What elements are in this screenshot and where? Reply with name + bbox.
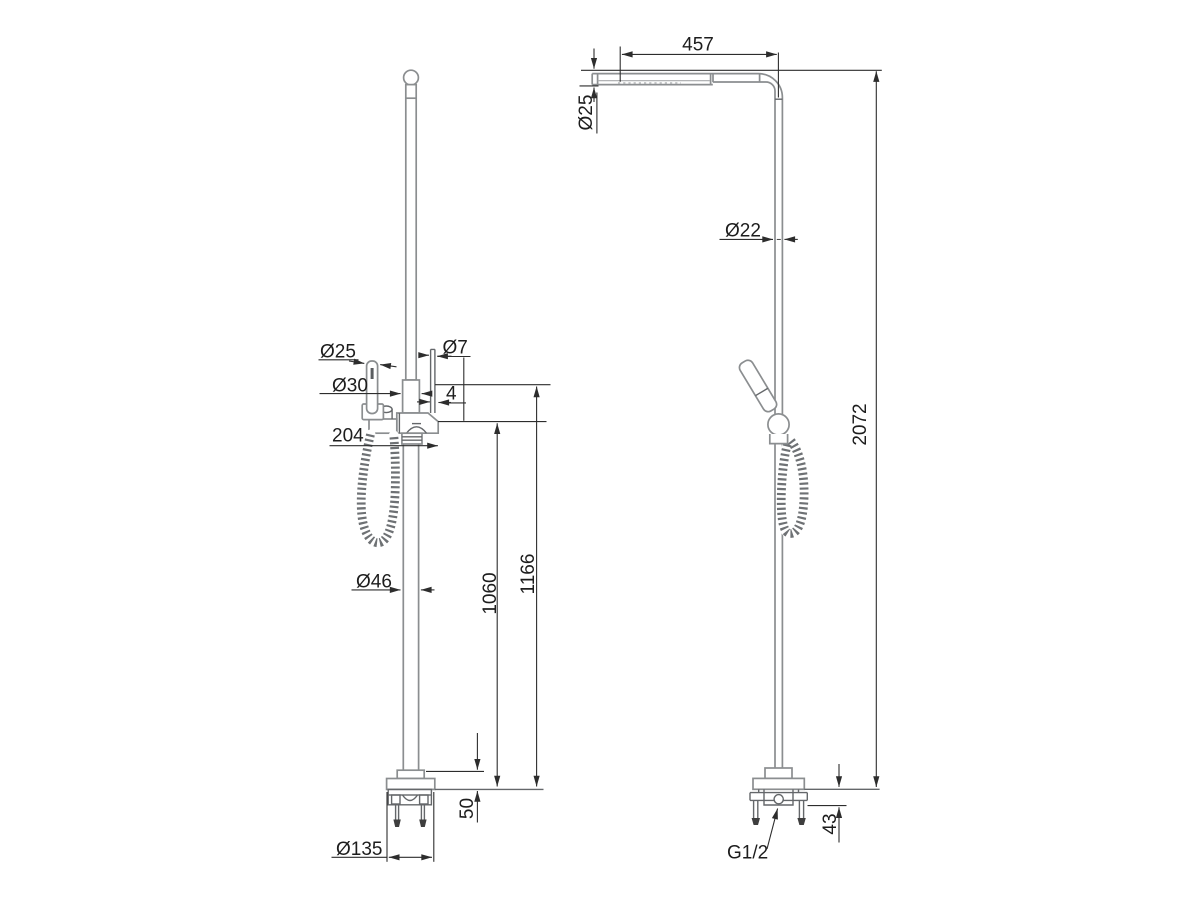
front-dimensions: 457 Ø25 Ø22 2072 [576,35,882,864]
dim-label: 2072 [850,403,871,445]
dim-label: Ø46 [356,572,392,593]
arm-and-riser-inner [592,81,776,770]
dim-label: G1/2 [727,843,768,864]
dim-label: 43 [820,813,841,834]
base-plate [752,777,806,791]
fixing-nut [797,818,806,825]
dim-offset: 4 [417,384,466,406]
side-view: Ø25 Ø7 Ø30 4 [318,69,551,862]
dim-label: 204 [332,426,364,447]
diverter-rod [429,348,436,413]
dim-arm-reach: 457 [619,35,779,98]
column [402,444,420,771]
dim-base-height: 50 [426,733,484,823]
dim-label: 50 [457,798,478,819]
dim-label: Ø25 [320,342,356,363]
dim-inlet-connection: G1/2 [727,808,779,864]
base-plate [385,777,436,791]
dim-arm-diameter: Ø25 [576,48,882,134]
dim-label: Ø25 [576,95,597,131]
dim-hand-shower-diameter: Ø25 [318,342,397,370]
hand-shower-bracket [768,434,789,445]
inlet-connection-port [773,793,785,805]
side-product-outline [356,69,544,827]
dim-outlet-height: 1166 [435,384,551,787]
dim-overall-height: 2072 [850,71,880,788]
dim-label: Ø22 [725,221,761,242]
dim-riser-diameter: Ø22 [719,221,798,243]
dim-label: Ø30 [332,375,368,396]
dim-below-floor-depth: 43 [807,764,847,843]
front-product-outline [591,72,880,825]
dim-rod-diameter: Ø7 [418,338,471,360]
hand-shower-wand [738,359,778,413]
dim-label: Ø135 [336,839,382,860]
fixing-nut [393,819,401,827]
mixer-ball-joint [767,413,790,436]
dim-column-diameter: Ø46 [351,572,435,593]
side-dimensions: Ø25 Ø7 Ø30 4 [318,338,551,862]
arm-end-circle [402,69,420,86]
upper-column-tube [401,379,421,414]
dim-base-diameter: Ø135 [331,792,435,862]
dim-label: 1166 [518,554,539,595]
base-collar [764,767,793,780]
underfloor-fixing [749,789,808,825]
dim-body-height: 1060 [438,421,547,787]
dim-label: 1060 [480,572,501,614]
arm-and-riser-outer [592,72,784,770]
dim-upper-column-diameter: Ø30 [319,375,433,397]
fixing-nut [419,819,427,827]
dim-label: 4 [446,384,457,405]
dim-label: 457 [682,35,714,56]
underfloor-fixing [387,788,433,827]
coiled-hose [776,438,809,538]
dim-body-depth: 204 [329,426,438,449]
arm-joint-lines [591,73,761,85]
hand-shower-wand [365,360,379,415]
fixing-nut [751,818,760,825]
coiled-hose [356,433,400,548]
front-view: 457 Ø25 Ø22 2072 [576,35,882,864]
body-arch-detail [405,426,428,434]
dim-label: Ø7 [443,338,468,359]
riser-pipe [404,83,418,381]
base-collar [396,769,426,780]
column-rings [401,432,423,445]
